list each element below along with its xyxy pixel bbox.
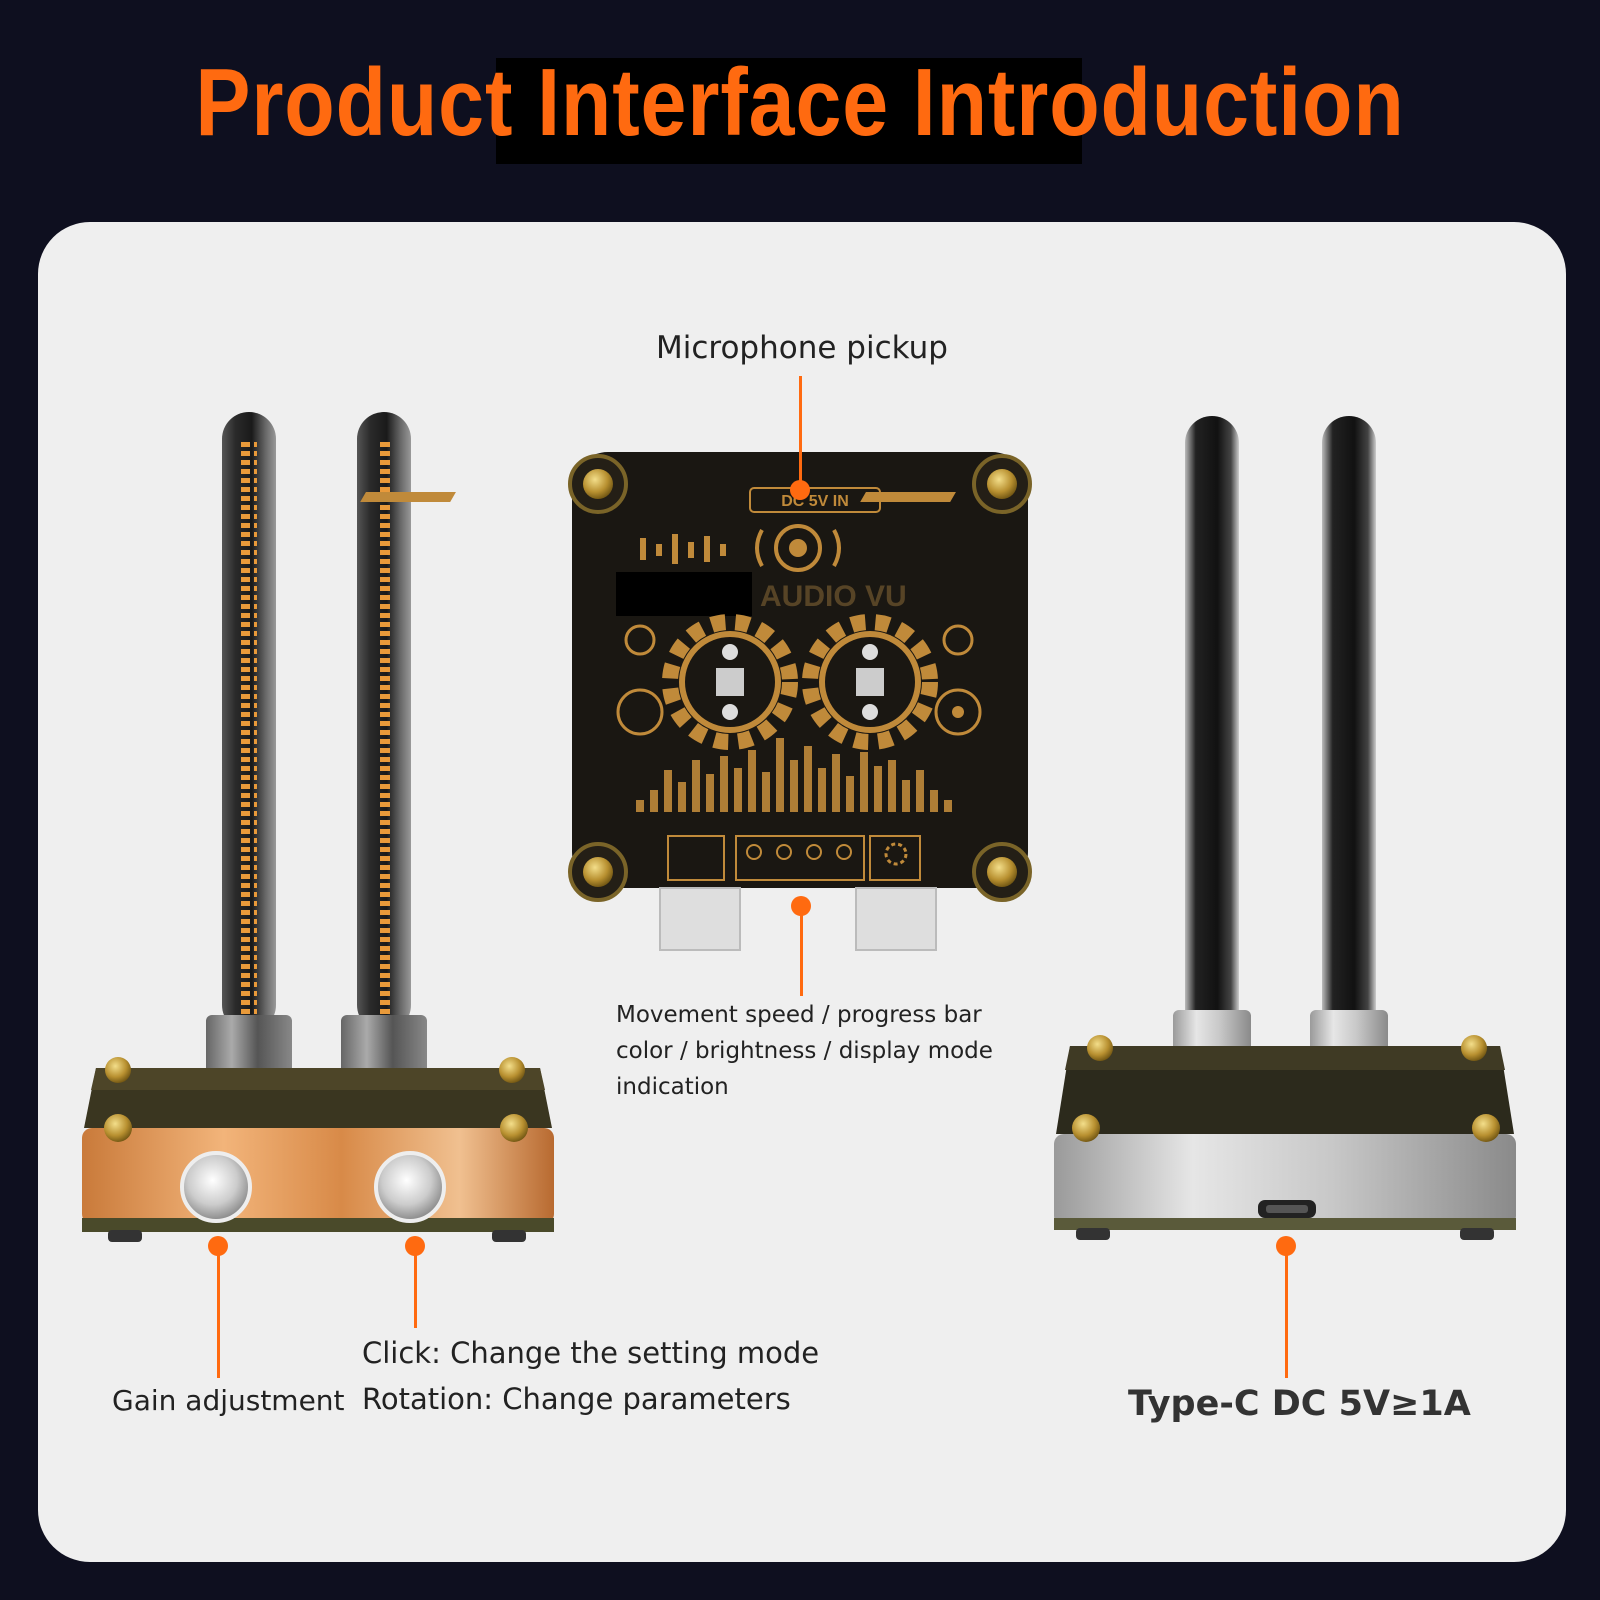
- page-title: Product Interface Introduction: [195, 49, 1405, 156]
- mode-indicator-icons: [735, 835, 865, 881]
- connector-left: [659, 887, 741, 951]
- leader-knob: [414, 1246, 417, 1328]
- left-unit-front: [82, 412, 554, 1242]
- umbrella-icon: [616, 688, 664, 736]
- label-knob-click: Click: Change the setting mode: [362, 1336, 820, 1370]
- label-indicator-2: color / brightness / display mode: [616, 1038, 993, 1064]
- leader-gain: [217, 1246, 220, 1378]
- right-unit-back: [1054, 416, 1516, 1240]
- leader-dot-microphone: [790, 480, 810, 500]
- label-gain: Gain adjustment: [112, 1384, 345, 1417]
- label-knob-rotation: Rotation: Change parameters: [362, 1382, 791, 1416]
- bulb-icon: [624, 624, 656, 656]
- leader-microphone: [799, 376, 802, 494]
- leader-indicator: [800, 906, 803, 996]
- gain-knob[interactable]: [180, 1151, 252, 1223]
- left-tube-2: [357, 412, 411, 1032]
- gear-icon: [802, 614, 938, 750]
- gear-icon: [662, 614, 798, 750]
- board-brand-print: AUDIO VU: [760, 580, 907, 613]
- radiation-icon: [934, 688, 982, 736]
- connector-right: [855, 887, 937, 951]
- content-panel: [38, 222, 1566, 1562]
- setting-knob[interactable]: [374, 1151, 446, 1223]
- label-indicator-1: Movement speed / progress bar: [616, 1002, 982, 1028]
- spectrum-print: [636, 738, 952, 812]
- center-board-top-view: DC 5V IN AUDIO VU: [360, 452, 1032, 951]
- leader-power: [1285, 1246, 1288, 1378]
- label-indicator-3: indication: [616, 1074, 729, 1100]
- label-microphone: Microphone pickup: [656, 330, 948, 366]
- bulb-icon: [942, 624, 974, 656]
- microphone-icon: [774, 524, 822, 572]
- left-tube-1: [222, 412, 276, 1032]
- label-power: Type-C DC 5V≥1A: [1128, 1384, 1471, 1424]
- title-highlight: [496, 58, 1082, 164]
